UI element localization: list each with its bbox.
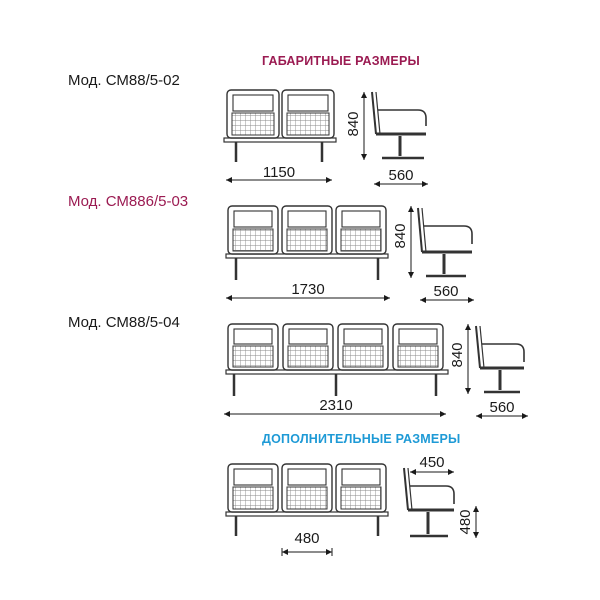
seat-shell [226,89,280,139]
seat-height-dimension-line [473,506,479,538]
width-value: 1730 [291,281,324,298]
height-dimension-line [361,92,367,160]
model-label-2-seat: Мод. СМ88/5-02 [68,72,180,89]
seat-shell [281,463,333,513]
seat-shell [227,205,279,255]
bench-2-seat [223,89,337,162]
model-label-4-seat: Мод. СМ88/5-04 [68,314,180,331]
seat-shell [335,205,387,255]
height-value: 840 [392,223,409,248]
depth-value: 560 [388,167,413,184]
side-chair [475,325,525,394]
width-dimension-line [226,177,332,183]
seat-shell [282,323,334,371]
height-value: 840 [345,111,362,136]
depth-dimension-line [476,413,528,419]
seat-width-dimension-line [281,548,333,556]
bench-4-seat [225,323,449,396]
bench-3-seat-extra [225,463,389,536]
heading-overall-dimensions: ГАБАРИТНЫЕ РАЗМЕРЫ [262,54,420,68]
seat-shell [337,323,389,371]
width-dimension-line [224,411,446,417]
width-value: 1150 [263,164,295,181]
side-chair [371,91,427,160]
height-dimension-line [408,206,414,278]
seat-shell [227,323,279,371]
depth-value: 560 [489,399,514,416]
width-dimension-line [226,295,390,301]
height-dimension-line [465,324,471,394]
depth-dimension-line [374,181,428,187]
seat-depth-value: 450 [419,454,444,471]
side-chair-extra [403,467,455,538]
seat-shell [227,463,279,513]
depth-value: 560 [433,283,458,300]
model-label-3-seat: Мод. СМ886/5-03 [68,193,189,210]
width-value: 2310 [319,397,352,414]
side-chair [417,207,473,278]
heading-additional-dimensions: ДОПОЛНИТЕЛЬНЫЕ РАЗМЕРЫ [262,432,461,446]
seat-shell [335,463,387,513]
seat-height-value: 480 [457,509,474,534]
bench-3-seat [225,205,389,280]
seat-shell [392,323,444,371]
seat-width-value: 480 [294,530,319,547]
seat-depth-dimension-line [410,469,454,475]
depth-dimension-line [420,297,474,303]
seat-shell [281,89,335,139]
height-value: 840 [449,342,466,367]
seat-shell [281,205,333,255]
